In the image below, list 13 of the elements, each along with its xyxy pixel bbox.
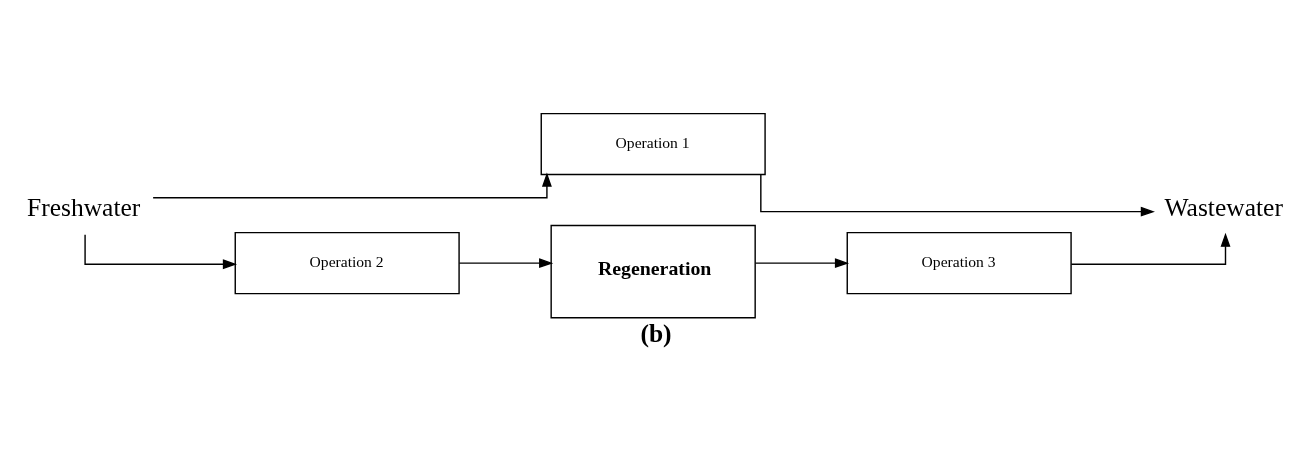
arrow	[1070, 232, 1231, 265]
caption: (b)	[640, 318, 672, 348]
node-box: Regeneration	[550, 224, 756, 318]
arrow	[458, 257, 554, 268]
arrow	[760, 173, 1155, 217]
arrow	[84, 233, 238, 269]
node-box: Operation 3	[846, 231, 1072, 294]
node-text: Wastewater	[1164, 192, 1283, 222]
node-text: Freshwater	[27, 192, 141, 222]
node-box: Operation 2	[234, 231, 460, 294]
arrow	[754, 257, 850, 268]
node-box: Operation 1	[540, 112, 766, 175]
arrow	[152, 172, 552, 198]
